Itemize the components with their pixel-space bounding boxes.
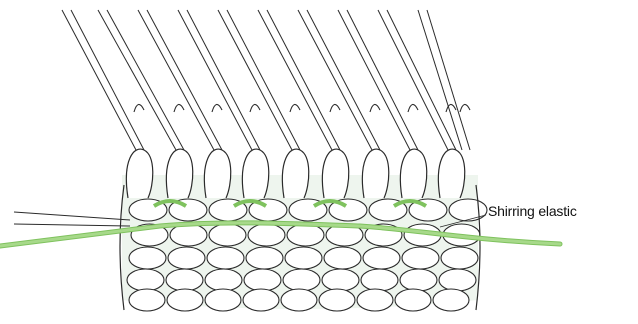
needle-hook <box>250 104 260 112</box>
needle-hook <box>446 104 456 112</box>
needle-hook <box>134 104 144 112</box>
knit-stitch <box>283 269 320 291</box>
needle-hook <box>370 104 380 112</box>
knit-stitch <box>402 247 439 269</box>
needle-line <box>338 10 410 150</box>
knit-stitch <box>129 289 165 311</box>
knit-stitch <box>322 269 359 291</box>
knit-stitch <box>166 269 203 291</box>
knit-stitch <box>209 224 246 246</box>
knit-stitch <box>248 224 285 246</box>
knit-stitch <box>168 247 205 269</box>
knit-stitch <box>361 269 398 291</box>
knit-stitch <box>400 269 437 291</box>
needle-line <box>387 10 456 150</box>
knit-stitch <box>324 247 361 269</box>
knit-stitch <box>167 289 203 311</box>
needle-loop <box>282 149 308 198</box>
knit-stitch <box>441 247 478 269</box>
knit-stitch <box>205 289 241 311</box>
knit-stitch <box>243 289 279 311</box>
needle-loop <box>166 149 192 198</box>
needle-loop <box>438 149 464 198</box>
needle-loop <box>126 149 152 198</box>
needle-loop <box>400 149 426 198</box>
yarn-strand <box>14 212 130 220</box>
knit-stitch <box>207 247 244 269</box>
needle-hook <box>174 104 184 112</box>
needle-line <box>378 10 448 150</box>
needle-loop <box>242 149 268 198</box>
needle-loop <box>204 149 230 198</box>
needle-line <box>107 10 184 150</box>
needle-line <box>267 10 340 150</box>
needle-line <box>227 10 300 150</box>
needle-line <box>178 10 252 150</box>
needle-hook <box>290 104 300 112</box>
needle-line <box>307 10 380 150</box>
knit-stitch <box>205 269 242 291</box>
needle-line <box>418 10 462 150</box>
needle-loops <box>126 149 464 198</box>
needle-line <box>298 10 372 150</box>
needle-loop <box>362 149 388 198</box>
shirring-elastic-label: Shirring elastic <box>488 203 577 219</box>
needle-hook <box>330 104 340 112</box>
knit-stitch <box>395 289 431 311</box>
knit-stitch <box>281 289 317 311</box>
knit-stitch <box>244 269 281 291</box>
knit-stitch <box>127 269 164 291</box>
knit-stitch <box>357 289 393 311</box>
needle-line <box>71 10 144 150</box>
needle-line <box>138 10 214 150</box>
needle-line <box>187 10 260 150</box>
needle-line <box>98 10 176 150</box>
knit-stitch <box>363 247 400 269</box>
needle-line <box>427 10 470 150</box>
needle-hook <box>408 104 418 112</box>
needle-line <box>347 10 418 150</box>
knit-stitch <box>433 289 469 311</box>
knit-stitch <box>246 247 283 269</box>
needle-line <box>147 10 222 150</box>
needle-hook <box>212 104 222 112</box>
knit-stitch <box>129 247 166 269</box>
knit-stitch <box>285 247 322 269</box>
needle-loop <box>322 149 348 198</box>
needle-hook <box>460 104 470 112</box>
yarn-strand <box>14 224 130 226</box>
knit-stitch <box>319 289 355 311</box>
knit-stitch <box>287 224 324 246</box>
needle-line <box>62 10 136 150</box>
knit-stitch <box>449 199 487 221</box>
knitting-needles <box>62 10 470 150</box>
needle-line <box>218 10 292 150</box>
needle-line <box>258 10 332 150</box>
knit-stitch <box>439 269 476 291</box>
